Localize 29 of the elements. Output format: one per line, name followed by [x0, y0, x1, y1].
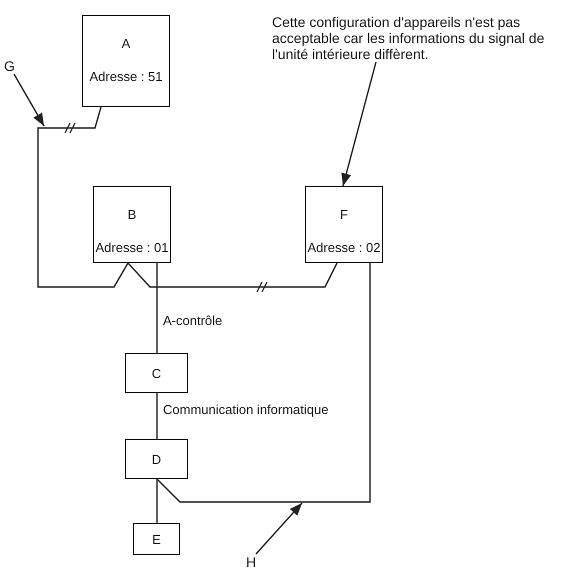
device-box — [305, 186, 383, 263]
connector-line — [127, 262, 338, 288]
callout-letter: H — [246, 554, 260, 570]
connector-line — [156, 393, 158, 439]
edge-label: Communication informatique — [163, 402, 328, 417]
device-letter: D — [152, 452, 162, 466]
device-box — [133, 523, 180, 555]
connector-line — [156, 263, 371, 503]
address-label: Adresse : 51 — [90, 69, 162, 84]
address-label: Adresse : 01 — [96, 240, 168, 255]
device-letter: C — [152, 366, 162, 380]
device-letter: B — [128, 207, 136, 222]
device-box — [125, 353, 188, 393]
edge-label: A-contrôle — [163, 313, 222, 328]
device-letter: A — [122, 36, 130, 51]
callout-letter: G — [4, 58, 18, 74]
leader-line — [13, 74, 45, 126]
device-box — [125, 439, 188, 479]
connector-line — [37, 106, 129, 288]
address-label: Adresse : 02 — [308, 240, 380, 255]
device-letter: F — [340, 207, 348, 222]
device-letter: E — [152, 532, 161, 546]
device-box — [93, 186, 171, 263]
connector-line — [156, 263, 158, 353]
connector-line — [156, 479, 158, 523]
device-box — [82, 15, 170, 107]
leader-line — [255, 502, 303, 554]
leader-line — [341, 62, 377, 186]
note-text: Cette configuration d'appareils n'est pas acceptable car les informations du signal de l'unité intérieure diffèrent. — [272, 14, 564, 62]
